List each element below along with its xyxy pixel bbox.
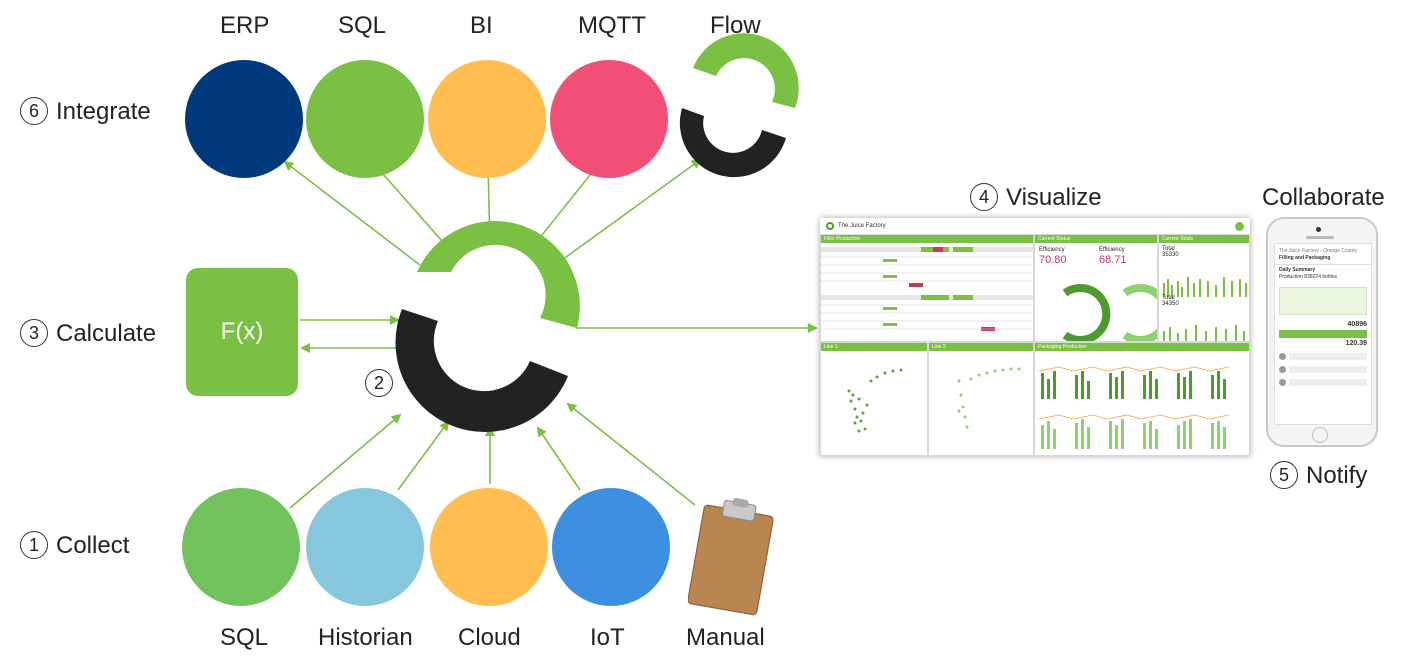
user-avatar <box>1235 221 1244 231</box>
phone-mockup: The Juice Factory - Orange County Fillin… <box>1266 217 1378 447</box>
arrow-from-iot <box>536 426 581 491</box>
step-notify: 5 Notify <box>1270 460 1368 491</box>
flow-target-logo <box>679 33 799 178</box>
phone-speaker <box>1306 236 1334 239</box>
total-label-2: Total <box>1162 295 1175 301</box>
collect-label-historian: Historian <box>318 624 413 651</box>
panel-line-2: Line 2 <box>928 342 1034 456</box>
phone-summary-table <box>1279 287 1367 315</box>
step-label: Visualize <box>1006 184 1102 211</box>
phone-value-2: 120.39 <box>1345 340 1367 347</box>
efficiency-label-1: Efficiency <box>1039 247 1065 253</box>
calculate-box: F(x) <box>186 268 298 396</box>
arrow-to-flow <box>554 158 702 266</box>
panel-current-totals: Current Totals Total 35330 Total 34350 <box>1158 234 1250 342</box>
panel-filler-production: Filler Production <box>820 234 1034 342</box>
sql-source-circle <box>182 488 300 606</box>
phone-title: Filling and Packaging <box>1279 255 1331 261</box>
step-label: Integrate <box>56 98 151 125</box>
erp-circle <box>185 60 303 178</box>
phone-home-button <box>1312 427 1328 443</box>
step-calculate: 3 Calculate <box>20 318 157 349</box>
step-number: 3 <box>20 318 48 347</box>
step-label: Collect <box>56 532 130 559</box>
step-number: 5 <box>1270 460 1298 489</box>
phone-bar <box>1279 330 1367 338</box>
phone-summary-title: Daily Summary <box>1279 267 1316 273</box>
arrow-to-erp <box>283 160 421 266</box>
step-label: Notify <box>1306 462 1368 489</box>
historian-circle <box>306 488 424 606</box>
panel-title: Line 1 <box>821 343 927 351</box>
dashboard-thumbnail: The Juice Factory Filler Production <box>820 218 1250 456</box>
cloud-circle <box>430 488 548 606</box>
step-label: Calculate <box>56 320 157 347</box>
collaborate-label: Collaborate <box>1262 184 1385 211</box>
step-number: 6 <box>20 96 48 125</box>
sql-target-circle <box>306 60 424 178</box>
integrate-label-erp: ERP <box>220 12 270 39</box>
collect-label-cloud: Cloud <box>458 624 521 651</box>
efficiency-value-2: 68.71 <box>1099 254 1127 266</box>
collect-label-iot: IoT <box>590 624 625 651</box>
calculate-label: F(x) <box>220 318 264 345</box>
efficiency-label-2: Efficiency <box>1099 247 1125 253</box>
total-value-1: 35330 <box>1162 252 1179 258</box>
arrow-from-sql-source <box>289 413 402 509</box>
dashboard-app-name: The Juice Factory <box>838 223 886 229</box>
step-number: 4 <box>970 182 998 211</box>
phone-value-1: 40896 <box>1347 321 1367 328</box>
panel-title: Line 2 <box>929 343 1033 351</box>
phone-screen: The Juice Factory - Orange County Fillin… <box>1274 243 1372 425</box>
integrate-label-mqtt: MQTT <box>578 12 646 39</box>
phone-subtitle: The Juice Factory - Orange County <box>1279 248 1358 254</box>
flow-hub-logo <box>395 221 580 433</box>
total-value-2: 34350 <box>1162 301 1179 307</box>
bi-circle <box>428 60 546 178</box>
step-hub: 2 <box>365 368 401 399</box>
step-number: 2 <box>365 368 393 397</box>
packaging-bars <box>1038 366 1230 449</box>
mqtt-circle <box>550 60 668 178</box>
step-number: 1 <box>20 530 48 559</box>
clipboard-icon <box>688 498 774 616</box>
total-label-1: Total <box>1162 246 1175 252</box>
flow-logo-icon <box>826 222 834 230</box>
step-visualize: 4 Visualize <box>970 182 1102 213</box>
panel-current-status: Current Status Efficiency 70.80 Efficien… <box>1034 234 1158 342</box>
iot-circle <box>552 488 670 606</box>
phone-summary-line: Production 838224 bottles <box>1279 274 1338 280</box>
panel-title: Current Status <box>1035 235 1157 243</box>
line1-scatter <box>847 368 903 433</box>
integrate-label-bi: BI <box>470 12 493 39</box>
dashboard-topbar: The Juice Factory <box>820 218 1250 235</box>
totals-bars <box>1163 277 1247 341</box>
step-collect: 1 Collect <box>20 530 130 561</box>
integrate-label-flow: Flow <box>710 12 761 39</box>
panel-packaging-production: Packaging Production <box>1034 342 1250 456</box>
line2-scatter <box>957 367 1021 429</box>
panel-title: Filler Production <box>821 235 1033 243</box>
collect-label-sql: SQL <box>220 624 269 651</box>
efficiency-gauges <box>1062 284 1157 341</box>
step-integrate: 6 Integrate <box>20 96 151 127</box>
panel-line-1: Line 1 <box>820 342 928 456</box>
integrate-label-sql: SQL <box>338 12 387 39</box>
phone-camera <box>1316 227 1321 232</box>
panel-title: Current Totals <box>1159 235 1249 243</box>
arrow-to-sql-target <box>373 163 451 251</box>
phone-chat <box>1279 353 1367 386</box>
arrow-from-manual <box>566 402 696 506</box>
collect-label-manual: Manual <box>686 624 765 651</box>
panel-title: Packaging Production <box>1035 343 1249 351</box>
efficiency-value-1: 70.80 <box>1039 254 1067 266</box>
filler-table <box>821 247 1033 331</box>
arrow-from-historian <box>397 420 450 491</box>
